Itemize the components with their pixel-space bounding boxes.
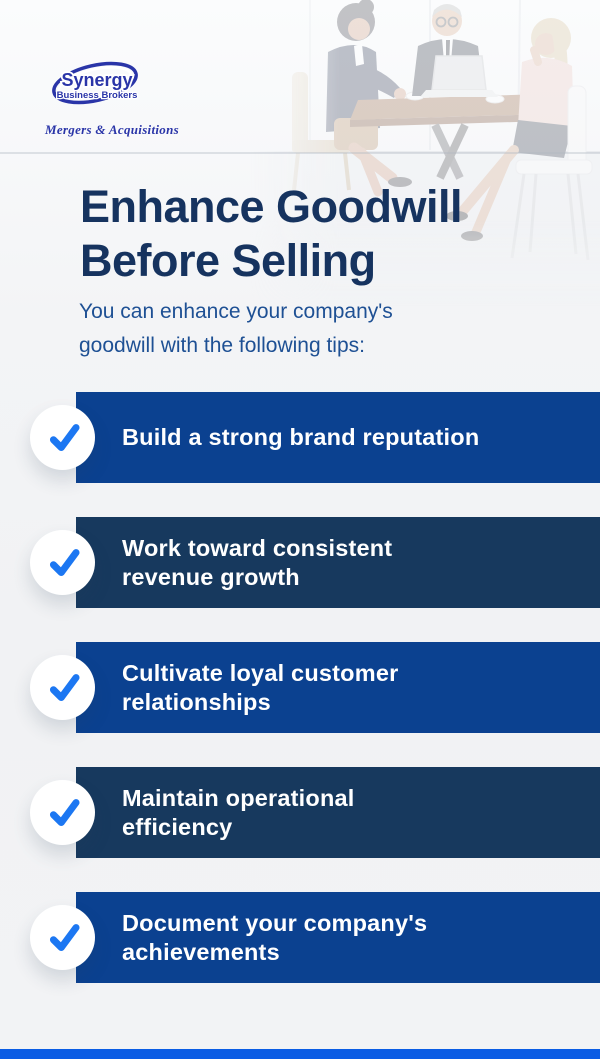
header-divider (0, 152, 600, 154)
tip-bar: Cultivate loyal customer relationships (76, 642, 600, 733)
check-icon (49, 673, 80, 701)
page-subtitle-line2: goodwill with the following tips: (79, 334, 365, 357)
tip-bar: Build a strong brand reputation (76, 392, 600, 483)
synergy-logo-mark: Synergy Business Brokers (52, 61, 139, 105)
synergy-logo: Synergy Business Brokers Mergers & Acqui… (45, 56, 205, 138)
tip-bar: Document your company's achievements (76, 892, 600, 983)
tip-text-line2: revenue growth (122, 563, 300, 590)
check-badge (30, 530, 95, 595)
tip-row: Document your company's achievements (0, 892, 600, 983)
tip-text-line2: efficiency (122, 813, 233, 840)
check-badge (30, 655, 95, 720)
page-subtitle: You can enhance your company's goodwill … (79, 295, 499, 363)
check-badge (30, 780, 95, 845)
tips-list: Build a strong brand reputation Work tow… (0, 392, 600, 1017)
page-title-line1: Enhance Goodwill (80, 181, 463, 232)
page-subtitle-line1: You can enhance your company's (79, 300, 393, 323)
check-icon (49, 548, 80, 576)
check-icon (49, 423, 80, 451)
check-badge (30, 405, 95, 470)
tip-bar: Work toward consistent revenue growth (76, 517, 600, 608)
logo-brand-line1: Synergy (61, 70, 132, 90)
tip-text-line1: Work toward consistent (122, 534, 393, 561)
tip-text-line2: achievements (122, 938, 280, 965)
check-badge (30, 905, 95, 970)
tip-row: Work toward consistent revenue growth (0, 517, 600, 608)
page-title: Enhance Goodwill Before Selling (80, 180, 560, 288)
tip-text-line1: Document your company's (122, 909, 428, 936)
tip-row: Maintain operational efficiency (0, 767, 600, 858)
tip-row: Build a strong brand reputation (0, 392, 600, 483)
tip-text-line2: relationships (122, 688, 271, 715)
tip-text-line1: Build a strong brand reputation (122, 424, 480, 450)
check-icon (49, 798, 80, 826)
logo-brand-line2: Business Brokers (57, 90, 138, 101)
tip-bar: Maintain operational efficiency (76, 767, 600, 858)
tip-text-line1: Maintain operational (122, 784, 355, 811)
footer-accent-bar (0, 1049, 600, 1059)
business-meeting-illustration (250, 0, 600, 315)
check-icon (49, 923, 80, 951)
tip-text-line1: Cultivate loyal customer (122, 659, 399, 686)
tip-row: Cultivate loyal customer relationships (0, 642, 600, 733)
logo-tagline: Mergers & Acquisitions (45, 122, 179, 137)
page-title-line2: Before Selling (80, 235, 376, 286)
business-meeting-photo (250, 0, 600, 315)
